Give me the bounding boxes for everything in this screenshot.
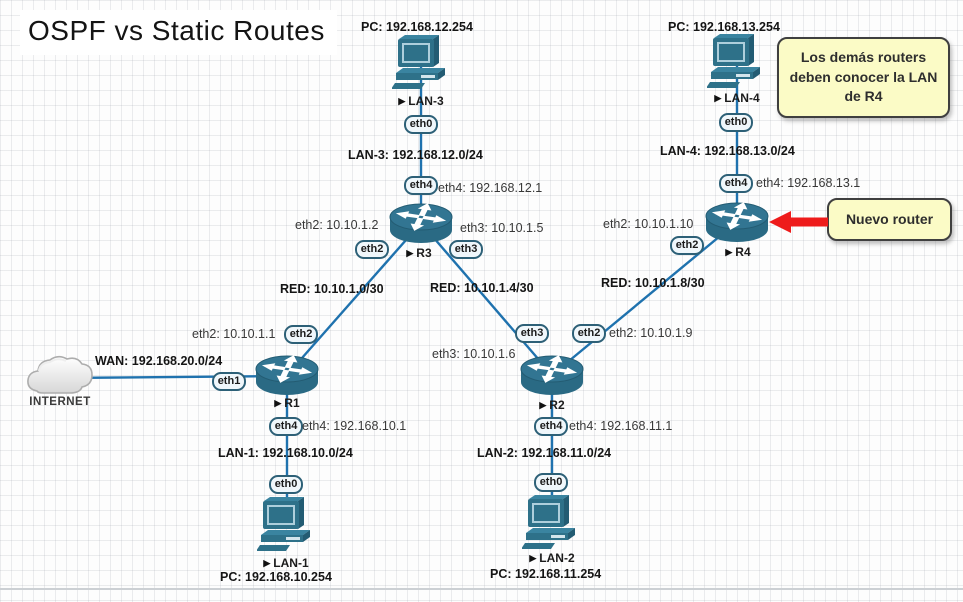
play-triangle-icon: ▶ (725, 247, 733, 257)
play-triangle-icon: ▶ (529, 553, 537, 563)
red-arrow-left-icon[interactable] (766, 208, 830, 236)
node-label-r1: ▶R1 (274, 396, 300, 410)
iface-label-r3-eth2: eth2: 10.10.1.2 (295, 218, 379, 232)
node-label-lan1: ▶LAN-1 (263, 556, 309, 570)
router-r1-icon[interactable] (255, 353, 319, 397)
link-internet-r1[interactable] (59, 374, 288, 380)
play-triangle-icon: ▶ (274, 398, 282, 408)
port-badge-r2-eth2: eth2 (572, 324, 606, 343)
port-badge-lan4-eth0: eth0 (719, 113, 753, 132)
pc-lan3-icon[interactable] (392, 34, 450, 91)
note-ospf-info[interactable]: Los demás routers deben conocer la LAN d… (777, 37, 950, 118)
port-badge-r1-eth4: eth4 (269, 417, 303, 436)
node-label-r4: ▶R4 (725, 245, 751, 259)
subnet-label-lan2: LAN-2: 192.168.11.0/24 (477, 446, 612, 460)
subnet-label-lan1: LAN-1: 192.168.10.0/24 (218, 446, 353, 460)
internet-cloud-icon[interactable] (24, 351, 96, 399)
net-label-red2: RED: 10.10.1.4/30 (430, 281, 534, 295)
link-r3-r2[interactable] (420, 222, 553, 376)
port-badge-r3-eth3: eth3 (449, 240, 483, 259)
page-title: OSPF vs Static Routes (20, 10, 337, 55)
port-badge-r2-eth3: eth3 (515, 324, 549, 343)
port-badge-r2-eth4: eth4 (534, 417, 568, 436)
router-r4-icon[interactable] (705, 200, 769, 244)
iface-label-r3-eth4: eth4: 192.168.12.1 (438, 181, 543, 195)
port-badge-r1-eth2: eth2 (284, 325, 318, 344)
iface-label-r4-eth2: eth2: 10.10.1.10 (603, 217, 694, 231)
pc-ip-label-lan2: PC: 192.168.11.254 (490, 567, 602, 581)
iface-label-r2-eth4: eth4: 192.168.11.1 (569, 419, 673, 433)
router-r2-icon[interactable] (520, 353, 584, 397)
iface-label-r4-eth4: eth4: 192.168.13.1 (756, 176, 861, 190)
node-label-lan2: ▶LAN-2 (529, 551, 575, 565)
router-r3-icon[interactable] (389, 201, 453, 245)
port-badge-r3-eth2: eth2 (355, 240, 389, 259)
port-badge-lan2-eth0: eth0 (534, 473, 568, 492)
play-triangle-icon: ▶ (714, 93, 722, 103)
node-label-r2: ▶R2 (539, 398, 565, 412)
pc-ip-label-lan4: PC: 192.168.13.254 (668, 20, 780, 34)
iface-label-r3-eth3: eth3: 10.10.1.5 (460, 221, 544, 235)
pc-ip-label-lan1: PC: 192.168.10.254 (220, 570, 332, 584)
play-triangle-icon: ▶ (398, 96, 406, 106)
port-badge-r4-eth4: eth4 (719, 174, 753, 193)
pc-lan4-icon[interactable] (707, 33, 765, 90)
net-label-red3: RED: 10.10.1.8/30 (601, 276, 705, 290)
iface-label-r2-eth2: eth2: 10.10.1.9 (609, 326, 693, 340)
net-label-red1: RED: 10.10.1.0/30 (280, 282, 384, 296)
port-badge-r4-eth2: eth2 (670, 236, 704, 255)
subnet-label-lan4: LAN-4: 192.168.13.0/24 (660, 144, 795, 158)
subnet-label-lan3: LAN-3: 192.168.12.0/24 (348, 148, 483, 162)
iface-label-r1-eth4: eth4: 192.168.10.1 (302, 419, 407, 433)
pc-lan2-icon[interactable] (522, 494, 580, 551)
grid-major-rule (0, 588, 963, 590)
play-triangle-icon: ▶ (539, 400, 547, 410)
pc-lan1-icon[interactable] (257, 496, 315, 553)
net-label-wan: WAN: 192.168.20.0/24 (95, 354, 223, 368)
link-r1-r3[interactable] (286, 222, 422, 376)
port-badge-lan1-eth0: eth0 (269, 475, 303, 494)
internet-label: INTERNET (29, 396, 91, 408)
port-badge-r1-eth1: eth1 (212, 372, 246, 391)
node-label-lan3: ▶LAN-3 (398, 94, 444, 108)
link-r4-r2[interactable] (551, 221, 738, 376)
port-badge-r3-eth4: eth4 (404, 176, 438, 195)
iface-label-r1-eth2: eth2: 10.10.1.1 (192, 327, 276, 341)
port-badge-lan3-eth0: eth0 (404, 115, 438, 134)
play-triangle-icon: ▶ (406, 248, 414, 258)
iface-label-r2-eth3: eth3: 10.10.1.6 (432, 347, 516, 361)
play-triangle-icon: ▶ (263, 558, 271, 568)
note-new-router[interactable]: Nuevo router (827, 198, 952, 241)
node-label-lan4: ▶LAN-4 (714, 91, 760, 105)
node-label-r3: ▶R3 (406, 246, 432, 260)
pc-ip-label-lan3: PC: 192.168.12.254 (361, 20, 473, 34)
